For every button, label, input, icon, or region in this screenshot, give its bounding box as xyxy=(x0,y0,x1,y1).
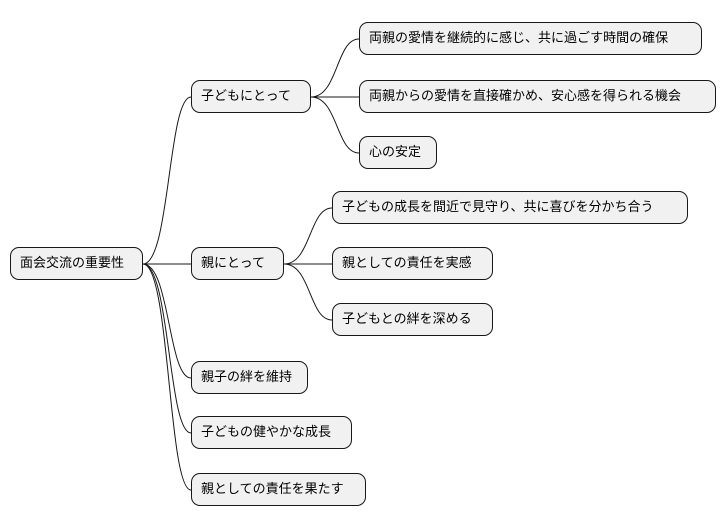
leaf-node: 子どもとの絆を深める xyxy=(332,303,493,336)
connector-b2-leaf3 xyxy=(283,263,333,321)
connector-b1-leaf3 xyxy=(310,96,360,154)
leaf-node: 心の安定 xyxy=(359,136,437,169)
root-node: 面会交流の重要性 xyxy=(10,247,143,280)
connector-b2-leaf1 xyxy=(283,207,333,265)
connector-root-branch1 xyxy=(142,96,192,265)
leaf-node: 両親の愛情を継続的に感じ、共に過ごす時間の確保 xyxy=(359,22,702,55)
branch-node-bond: 親子の絆を維持 xyxy=(191,361,308,394)
connector-root-branch5 xyxy=(142,263,192,491)
connector-b1-leaf1 xyxy=(310,38,360,98)
branch-node-growth: 子どもの健やかな成長 xyxy=(191,416,352,449)
branch-node-children: 子どもにとって xyxy=(191,80,311,113)
leaf-node: 親としての責任を実感 xyxy=(332,247,493,280)
leaf-node: 子どもの成長を間近で見守り、共に喜びを分かち合う xyxy=(332,191,688,224)
connector-root-branch3 xyxy=(142,263,192,379)
connector-root-branch4 xyxy=(142,263,192,434)
leaf-node: 両親からの愛情を直接確かめ、安心感を得られる機会 xyxy=(359,80,716,113)
branch-node-responsibility: 親としての責任を果たす xyxy=(191,473,366,506)
branch-node-parents: 親にとって xyxy=(191,247,284,280)
